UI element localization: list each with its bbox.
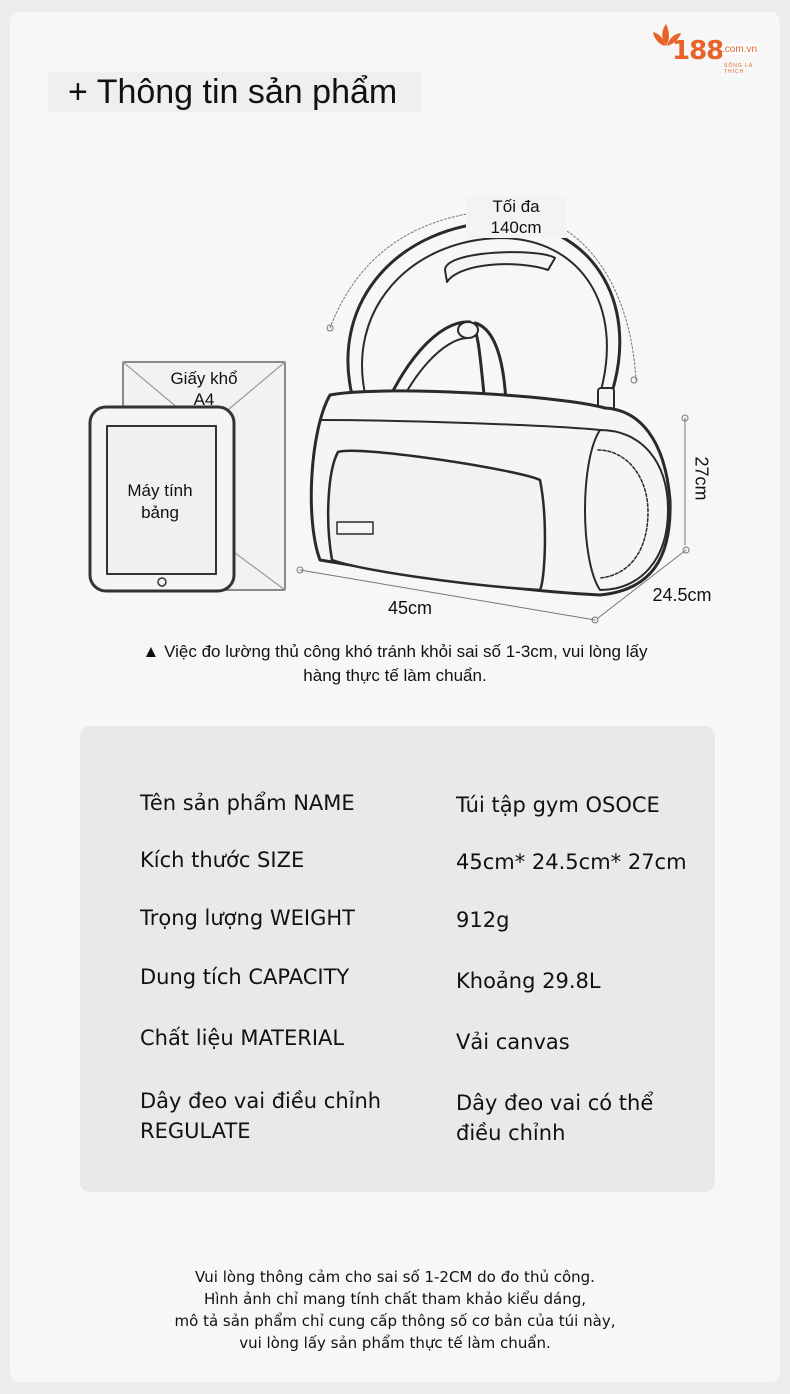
note-line2: hàng thực tế làm chuẩn. — [303, 666, 487, 685]
strap-label-line2: 140cm — [490, 218, 542, 237]
spec-value: Túi tập gym OSOCE — [456, 793, 660, 817]
spec-key: Dây đeo vai điều chỉnh REGULATE — [140, 1086, 420, 1146]
shoulder-strap — [346, 220, 622, 397]
brand-logo[interactable]: 188 .com.vn SỐNG LÀ THÍCH — [652, 22, 772, 75]
spec-key-line2: REGULATE — [140, 1119, 251, 1143]
measurement-note: ▲ Việc đo lường thủ công khó tránh khỏi … — [60, 640, 730, 688]
spec-value-line1: Dây đeo vai có thể — [456, 1091, 654, 1115]
footer-line4: vui lòng lấy sản phẩm thực tế làm chuẩn. — [239, 1334, 551, 1352]
spec-value: 912g — [456, 908, 510, 932]
depth-dimension-line — [597, 549, 687, 619]
spec-value: Khoảng 29.8L — [456, 969, 601, 993]
paper-label-line2: A4 — [193, 390, 215, 409]
strap-length-label: Tối đa 140cm — [466, 196, 566, 238]
spec-value-line2: điều chỉnh — [456, 1121, 566, 1145]
tablet-label-line1: Máy tính — [127, 481, 193, 500]
spec-value: 45cm* 24.5cm* 27cm — [456, 850, 687, 874]
spec-value: Dây đeo vai có thể điều chỉnh — [456, 1088, 696, 1148]
logo-slogan: SỐNG LÀ THÍCH — [724, 63, 754, 75]
disclaimer-footer: Vui lòng thông cảm cho sai số 1-2CM do đ… — [60, 1266, 730, 1354]
spec-value: Vải canvas — [456, 1030, 570, 1054]
length-label: 45cm — [387, 598, 432, 618]
spec-key: Tên sản phẩm NAME — [140, 791, 355, 815]
spec-key-line1: Dây đeo vai điều chỉnh — [140, 1089, 382, 1113]
height-label: 27cm — [691, 456, 712, 501]
spec-key: Kích thước SIZE — [140, 848, 305, 872]
logo-number: 188 — [672, 36, 724, 66]
page-title: + Thông tin sản phẩm — [48, 72, 422, 112]
footer-line2: Hình ảnh chỉ mang tính chất tham khảo ki… — [203, 1290, 587, 1308]
spec-key: Trọng lượng WEIGHT — [140, 906, 355, 930]
bag-dimension-diagram — [88, 209, 690, 624]
leaf-icon — [653, 24, 681, 46]
length-dimension-line — [299, 569, 596, 621]
depth-label: 24.5cm — [652, 585, 712, 605]
footer-line3: mô tả sản phẩm chỉ cung cấp thông số cơ … — [174, 1312, 616, 1330]
footer-line1: Vui lòng thông cảm cho sai số 1-2CM do đ… — [195, 1268, 595, 1286]
strap-label-line1: Tối đa — [492, 197, 540, 216]
tablet-label: Máy tính bảng — [104, 480, 216, 524]
tablet-label-line2: bảng — [141, 503, 179, 522]
spec-table: Tên sản phẩm NAME Túi tập gym OSOCE Kích… — [80, 726, 715, 1192]
paper-label: Giấy khổ A4 — [144, 368, 264, 410]
logo-domain: .com.vn — [722, 44, 758, 55]
paper-label-line1: Giấy khổ — [170, 369, 238, 388]
spec-key: Dung tích CAPACITY — [140, 965, 350, 989]
front-pocket — [326, 449, 547, 592]
note-line1: ▲ Việc đo lường thủ công khó tránh khỏi … — [142, 642, 648, 661]
spec-key: Chất liệu MATERIAL — [140, 1026, 345, 1050]
